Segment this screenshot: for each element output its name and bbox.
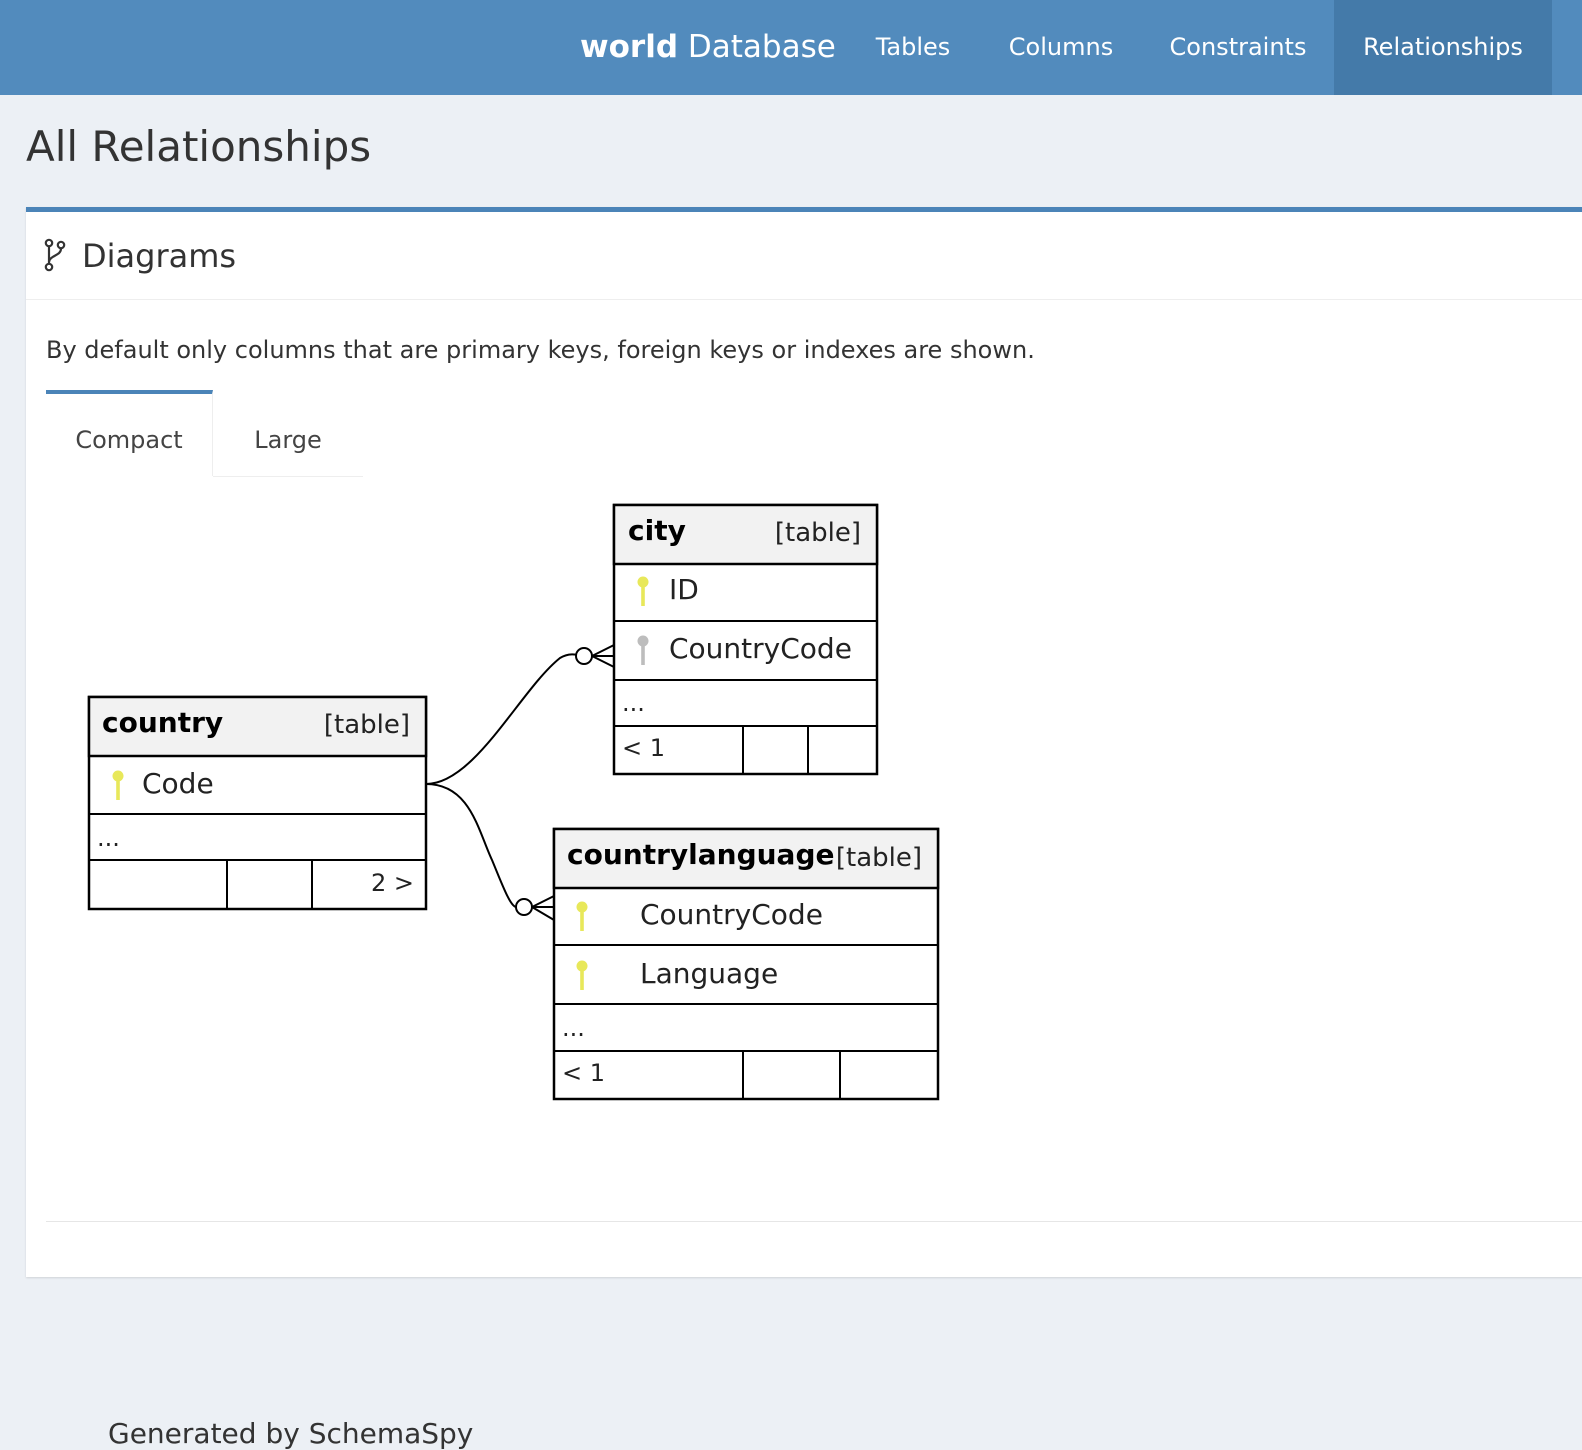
crowfoot-countrylanguage [531, 895, 555, 921]
tab-pane-compact: country [table] Code ... 2 > [46, 477, 1582, 1450]
table-countrylanguage-name: countrylanguage [567, 838, 834, 871]
table-country-name: country [102, 706, 223, 739]
relationship-line-city [425, 653, 584, 785]
code-branch-icon [44, 238, 66, 272]
primary-key-icon [576, 960, 588, 990]
table-city-kind: [table] [775, 518, 861, 548]
table-country-kind: [table] [324, 710, 410, 740]
intro-text: By default only columns that are primary… [46, 336, 1035, 364]
brand-bold: world [580, 29, 679, 65]
brand-title[interactable]: world Database [580, 24, 836, 70]
table-city-parents-count: < 1 [622, 734, 665, 762]
box-header: Diagrams [26, 212, 1582, 300]
table-city-col-id: ID [669, 573, 699, 606]
table-country-ellipsis: ... [97, 824, 120, 852]
optional-circle-countrylanguage [515, 898, 533, 916]
top-navbar: world Database Tables Columns Constraint… [0, 0, 1582, 95]
table-city-col-countrycode: CountryCode [669, 632, 852, 665]
primary-key-icon [112, 770, 124, 800]
table-country[interactable]: country [table] Code ... 2 > [87, 695, 428, 911]
table-countrylanguage-col-language: Language [640, 957, 778, 990]
diagrams-box: Diagrams By default only columns that ar… [26, 207, 1582, 1450]
box-title: Diagrams [82, 237, 237, 275]
table-city-ellipsis: ... [622, 689, 645, 717]
table-city[interactable]: city [table] ID Cou [612, 503, 879, 776]
table-countrylanguage[interactable]: countrylanguage [table] CountryCode [552, 827, 940, 1101]
foreign-key-icon [637, 635, 649, 665]
primary-key-icon [637, 576, 649, 606]
crowfoot-city [591, 644, 615, 668]
nav-relationships[interactable]: Relationships [1334, 0, 1552, 95]
tab-compact[interactable]: Compact [46, 390, 213, 476]
relationship-line-countrylanguage [425, 783, 517, 908]
generated-by-note: Generated by SchemaSpy [108, 1417, 474, 1450]
relationships-diagram: country [table] Code ... 2 > [87, 503, 940, 1101]
table-countrylanguage-col-countrycode: CountryCode [640, 898, 823, 931]
table-city-name: city [628, 514, 686, 547]
tab-divider [213, 476, 363, 477]
page-title: All Relationships [26, 122, 372, 171]
table-countrylanguage-ellipsis: ... [562, 1014, 585, 1042]
table-countrylanguage-kind: [table] [836, 843, 922, 873]
nav-tables[interactable]: Tables [875, 33, 951, 61]
table-countrylanguage-parents-count: < 1 [562, 1059, 605, 1087]
optional-circle-city [575, 647, 593, 665]
nav-columns[interactable]: Columns [1008, 33, 1114, 61]
brand-rest: Database [687, 29, 836, 65]
nav-constraints[interactable]: Constraints [1169, 33, 1307, 61]
primary-key-icon [576, 901, 588, 931]
tab-large[interactable]: Large [254, 426, 322, 454]
table-country-col-code: Code [142, 767, 214, 800]
table-country-children-count: 2 > [371, 869, 414, 897]
